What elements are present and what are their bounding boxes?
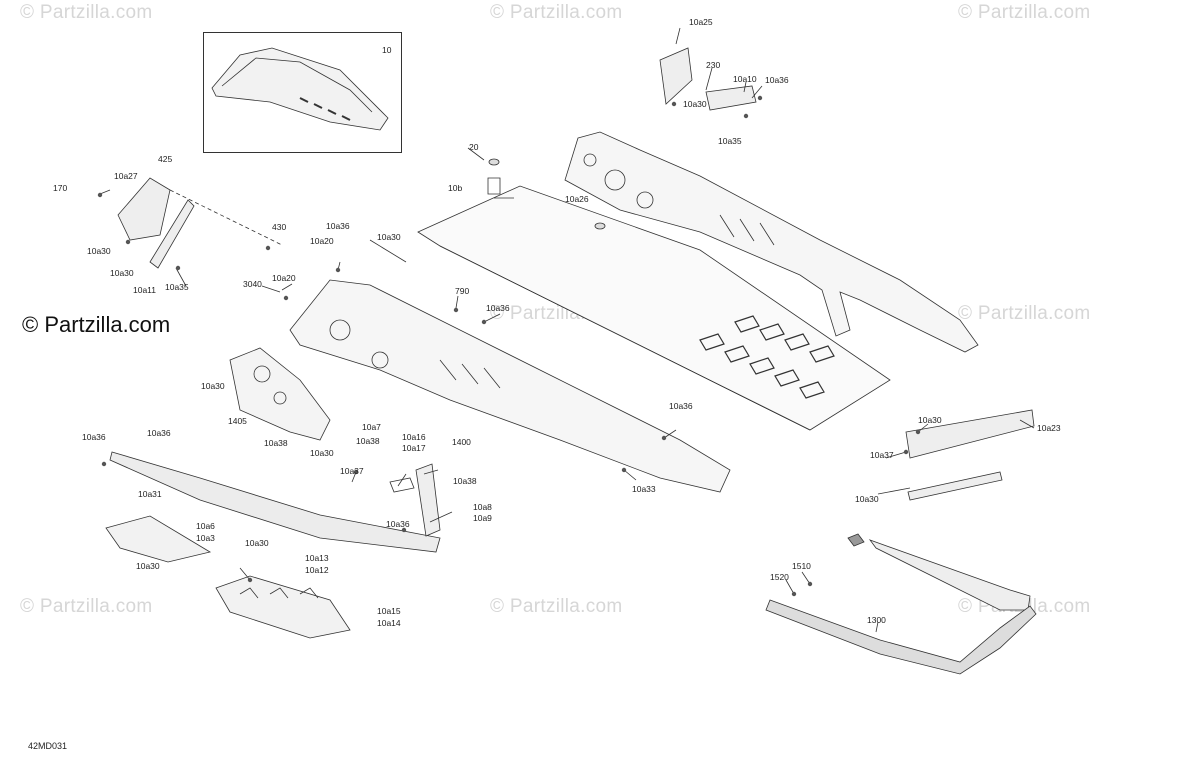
- callout-label: 3040: [243, 279, 262, 289]
- callout-label: 170: [53, 183, 68, 193]
- watermark: © Partzilla.com: [20, 2, 153, 23]
- callout-label: 10a36: [326, 221, 350, 231]
- callout-label: 10a38: [264, 438, 288, 448]
- callout-label: 230: [706, 60, 721, 70]
- brand-watermark: © Partzilla.com: [22, 312, 171, 337]
- callout-label: 10a30: [110, 268, 134, 278]
- callout-label: 10a13: [305, 553, 329, 563]
- callout-label: 10a14: [377, 618, 401, 628]
- callout-label: 10a30: [855, 494, 879, 504]
- callout-label: 10a20: [310, 236, 334, 246]
- callout-label: 10a6: [196, 521, 215, 531]
- callout-label: 10a30: [377, 232, 401, 242]
- callout-label: 10a23: [1037, 423, 1061, 433]
- callout-label: 10a36: [765, 75, 789, 85]
- callout-label: 790: [455, 286, 470, 296]
- callout-label: 10a31: [138, 489, 162, 499]
- callout-label: 1510: [792, 561, 811, 571]
- callout-label: 430: [272, 222, 287, 232]
- callout-label: 10a17: [402, 443, 426, 453]
- diagram-code: 42MD031: [28, 741, 68, 751]
- watermark: © Partzilla.com: [958, 2, 1091, 23]
- callout-label: 10b: [448, 183, 463, 193]
- callout-label: 10a8: [473, 502, 492, 512]
- watermark: © Partzilla.com: [20, 596, 153, 617]
- callout-label: 10a16: [402, 432, 426, 442]
- callout-label: 1400: [452, 437, 471, 447]
- callout-label: 10a35: [718, 136, 742, 146]
- callout-label: 10a30: [918, 415, 942, 425]
- callout-label: 10a36: [386, 519, 410, 529]
- callout-label: 10a36: [82, 432, 106, 442]
- inset-label: 10: [382, 45, 392, 55]
- callout-label: 1300: [867, 615, 886, 625]
- callout-label: 10a35: [165, 282, 189, 292]
- callout-label: 10a30: [683, 99, 707, 109]
- watermark: © Partzilla.com: [490, 2, 623, 23]
- callout-label: 10a30: [87, 246, 111, 256]
- callout-label: 10a30: [136, 561, 160, 571]
- callout-label: 10a12: [305, 565, 329, 575]
- callout-label: 10a25: [689, 17, 713, 27]
- callout-label: 10a30: [201, 381, 225, 391]
- callout-label: 10a7: [362, 422, 381, 432]
- callout-label: 10a10: [733, 74, 757, 84]
- callout-label: 1520: [770, 572, 789, 582]
- callout-label: 10a38: [453, 476, 477, 486]
- callout-label: 10a9: [473, 513, 492, 523]
- callout-label: 1405: [228, 416, 247, 426]
- callout-label: 10a20: [272, 273, 296, 283]
- callout-label: 10a30: [245, 538, 269, 548]
- callout-label: 10a26: [565, 194, 589, 204]
- callout-label: 10a30: [310, 448, 334, 458]
- callout-label: 10a15: [377, 606, 401, 616]
- watermark: © Partzilla.com: [958, 303, 1091, 324]
- callout-label: 10a36: [486, 303, 510, 313]
- callout-label: 10a3: [196, 533, 215, 543]
- callout-label: 10a11: [133, 285, 157, 295]
- callout-label: 10a33: [632, 484, 656, 494]
- callout-label: 425: [158, 154, 173, 164]
- watermark: © Partzilla.com: [490, 596, 623, 617]
- callout-label: 10a36: [147, 428, 171, 438]
- callout-label: 20: [469, 142, 479, 152]
- callout-label: 10a38: [356, 436, 380, 446]
- inset-box: 10: [203, 32, 402, 153]
- callout-label: 10a27: [114, 171, 138, 181]
- callout-label: 10a37: [870, 450, 894, 460]
- callout-label: 10a36: [669, 401, 693, 411]
- callout-label: 10a37: [340, 466, 364, 476]
